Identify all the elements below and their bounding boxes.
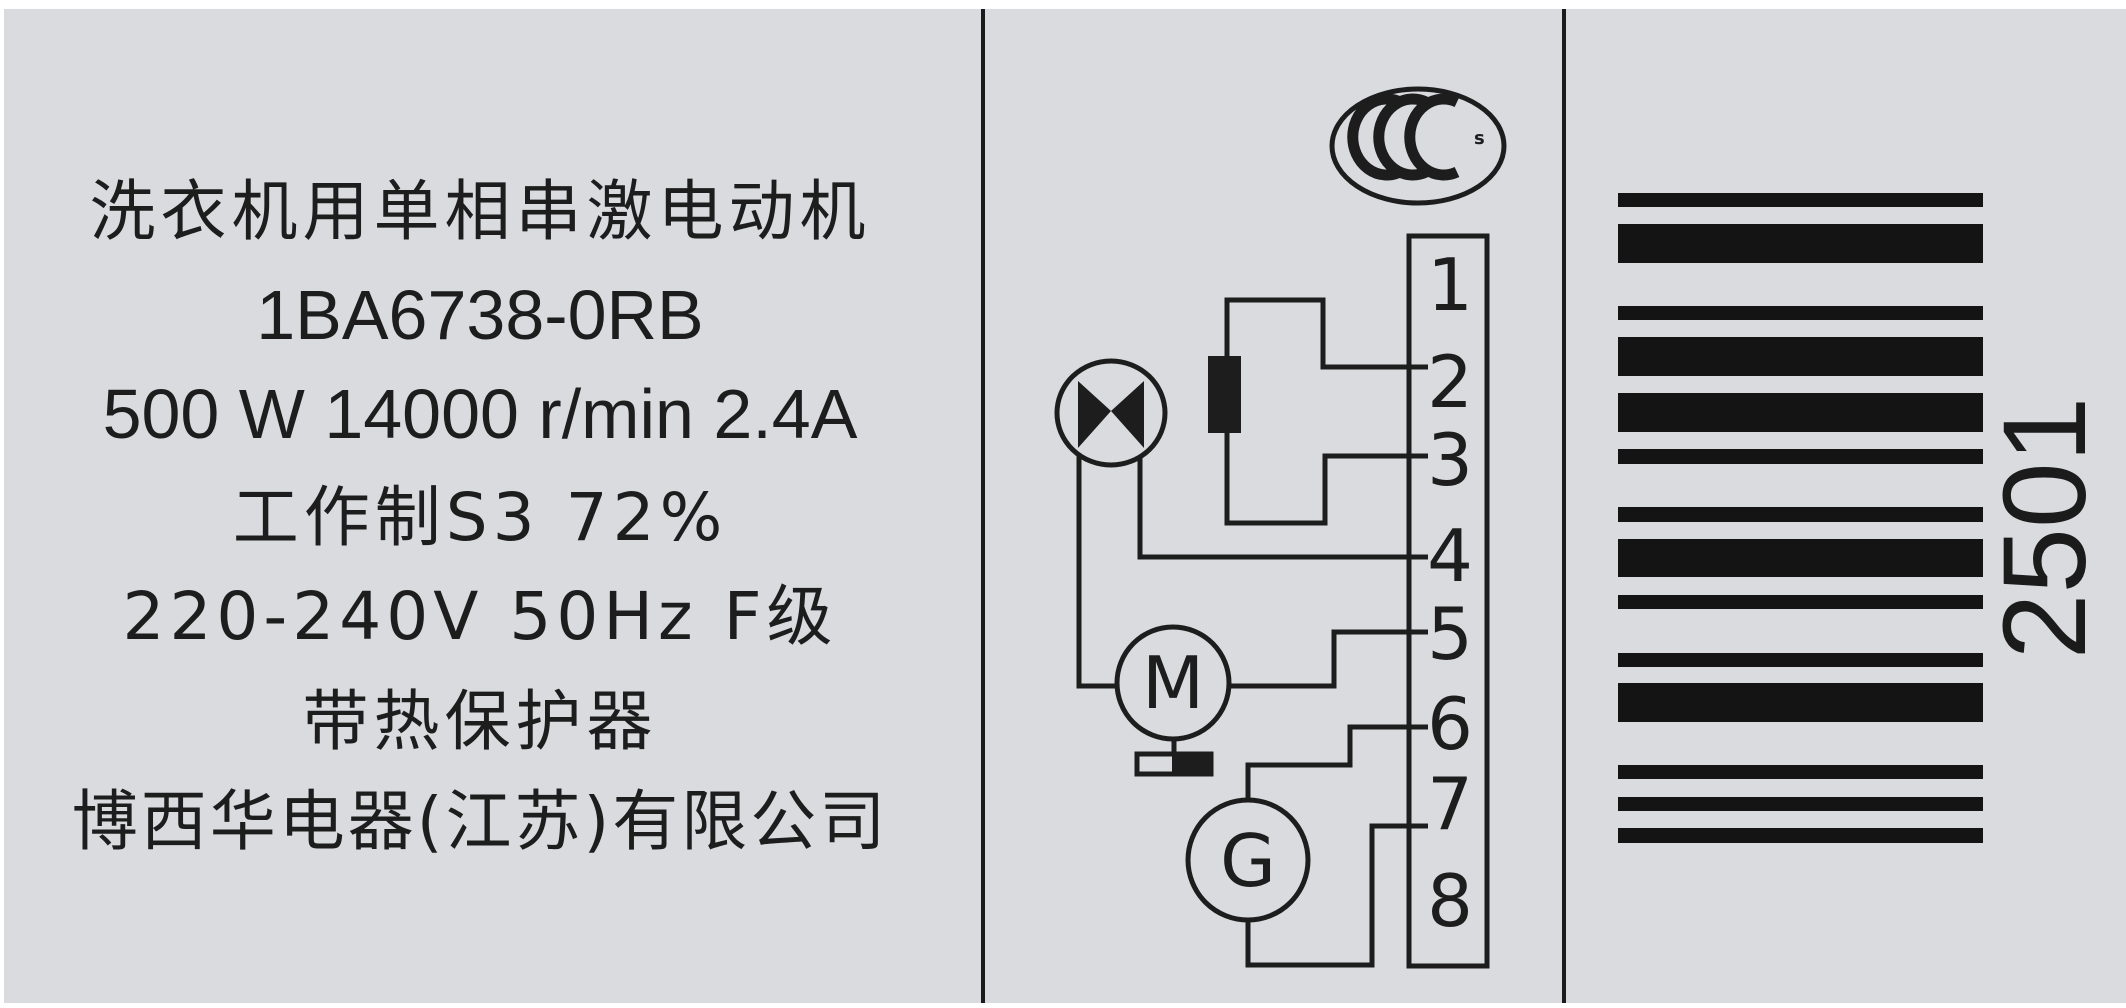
barcode-number: 2501: [1979, 396, 2111, 660]
terminal-block: [1406, 233, 1490, 969]
supply-line: 220-240V 50Hz F级: [122, 578, 838, 655]
barcode-bar: [1618, 393, 1983, 432]
ccc-suffix: s: [1474, 128, 1485, 149]
tachogenerator-icon: G: [1185, 797, 1311, 923]
wires: [1076, 297, 1428, 968]
barcode-bar: [1618, 224, 1983, 263]
terminal-1: 1: [1427, 243, 1473, 327]
barcode-bar: [1618, 595, 1983, 609]
panel-divider-left: [981, 9, 985, 1003]
barcode-bar: [1618, 539, 1983, 577]
ccc-mark-icon: s: [1329, 86, 1507, 206]
resistor-icon: [1208, 356, 1241, 433]
motor-label: M: [1142, 641, 1204, 725]
terminal-7: 7: [1427, 762, 1473, 846]
terminal-8: 8: [1427, 859, 1473, 943]
duty-cycle-line: 工作制S3 72%: [232, 479, 728, 556]
generator-label: G: [1220, 819, 1276, 903]
model-number: 1BA6738-0RB: [256, 276, 704, 354]
terminal-4: 4: [1427, 514, 1473, 598]
terminal-2: 2: [1427, 340, 1473, 424]
barcode-bar: [1618, 193, 1983, 207]
manufacturer-line: 博西华电器(江苏)有限公司: [71, 783, 889, 860]
terminal-6: 6: [1427, 682, 1473, 766]
barcode-bar: [1618, 765, 1983, 779]
barcode-bar: [1618, 653, 1983, 667]
barcode-bar: [1618, 828, 1983, 843]
barcode-bar: [1618, 306, 1983, 320]
barcode-bar: [1618, 683, 1983, 722]
panel-divider-right: [1562, 9, 1566, 1003]
barcode-bar: [1618, 449, 1983, 464]
ratings-line: 500 W 14000 r/min 2.4A: [102, 375, 858, 453]
spec-panel: 洗衣机用单相串激电动机 1BA6738-0RB 500 W 14000 r/mi…: [0, 0, 981, 1008]
barcode-bar: [1618, 337, 1983, 376]
thermal-protector-icon: [1054, 358, 1168, 468]
motor-icon: M: [1114, 624, 1232, 777]
terminal-numbers: 1 2 3 4 5 6 7 8: [1427, 243, 1473, 943]
motor-title: 洗衣机用单相串激电动机: [89, 173, 871, 250]
barcode-bar: [1618, 797, 1983, 811]
barcode-bar: [1618, 507, 1983, 522]
terminal-3: 3: [1427, 418, 1473, 502]
thermal-protection-line: 带热保护器: [302, 683, 658, 760]
terminal-5: 5: [1427, 592, 1473, 676]
